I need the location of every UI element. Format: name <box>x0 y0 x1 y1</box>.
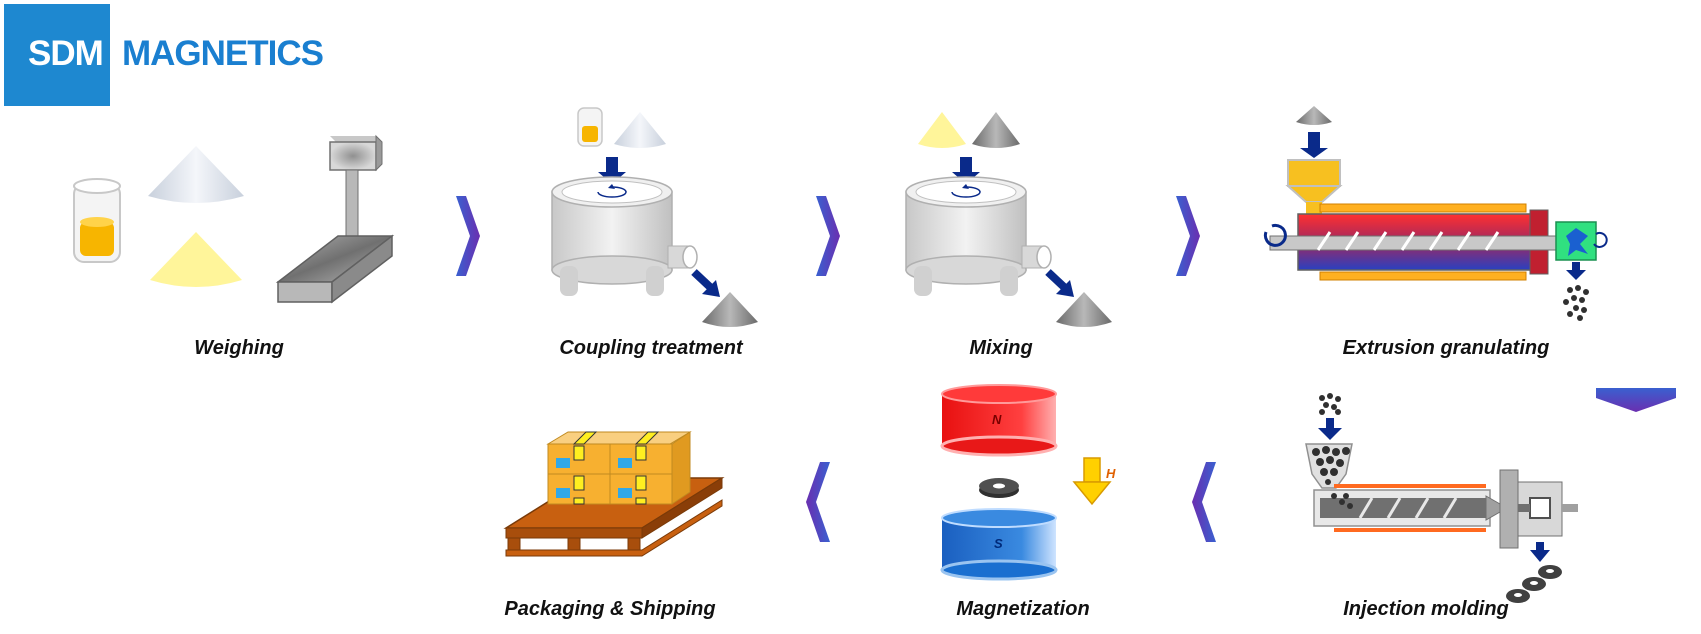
flow-arrow-2 <box>816 196 840 276</box>
flow-arrow-3 <box>1176 196 1200 276</box>
extrusion-illustration <box>1263 106 1608 321</box>
packaging-illustration <box>503 431 725 557</box>
injection-illustration <box>1305 393 1578 603</box>
step-label-extrusion-granulating: Extrusion granulating <box>1342 337 1550 359</box>
step-label-mixing: Mixing <box>969 337 1033 359</box>
logo-text-sdm: SDM <box>28 34 104 73</box>
flow-arrow-5 <box>806 462 830 542</box>
molded-rings <box>1506 565 1562 603</box>
logo-box <box>4 4 110 106</box>
flow-arrow-4 <box>1192 462 1216 542</box>
north-pole-label: N <box>992 412 1002 427</box>
coupling-illustration <box>551 107 758 327</box>
flow-arrow-down <box>1596 388 1676 412</box>
mixing-illustration <box>905 112 1112 327</box>
magnetization-illustration <box>940 384 1112 581</box>
south-pole-label: S <box>994 536 1003 551</box>
flow-arrow-1 <box>456 196 480 276</box>
step-label-magnetization: Magnetization <box>956 598 1090 620</box>
step-label-injection-molding: Injection molding <box>1343 598 1509 620</box>
step-label-weighing: Weighing <box>194 337 284 359</box>
logo-text-magnetics: MAGNETICS <box>122 34 324 73</box>
step-label-packaging-shipping: Packaging & Shipping <box>504 598 716 620</box>
weighing-illustration <box>73 134 395 304</box>
field-label: H <box>1106 466 1116 481</box>
step-label-coupling-treatment: Coupling treatment <box>559 337 743 359</box>
